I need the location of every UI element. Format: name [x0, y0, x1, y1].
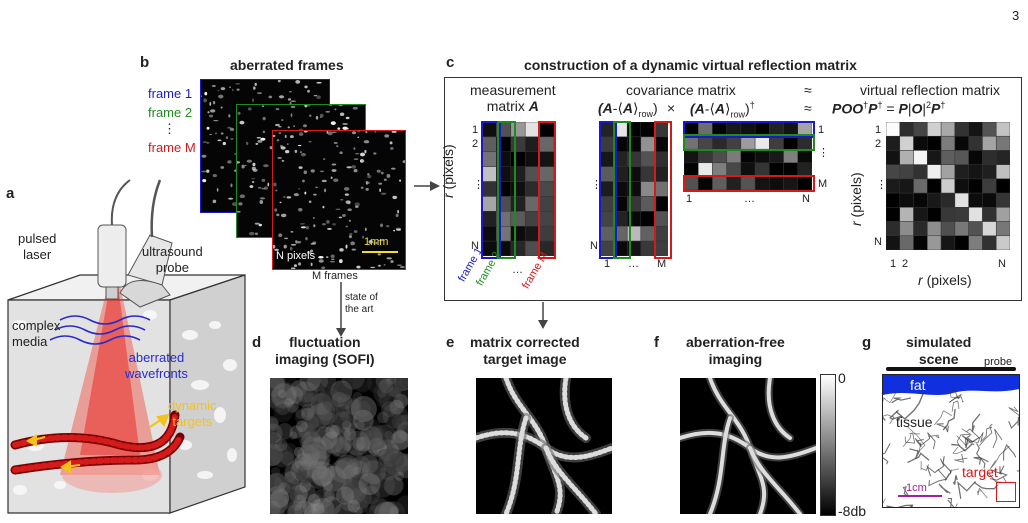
- scale-bar-label: 1mm: [364, 236, 388, 248]
- formula-right: (A-⟨A⟩row)†: [690, 100, 755, 119]
- tissue-label: tissue: [896, 414, 933, 430]
- matA-row-dots: ⋮: [473, 178, 484, 191]
- scale-bar: [362, 251, 398, 253]
- frameM-label: frame M: [148, 140, 196, 155]
- panel-label-g: g: [862, 334, 871, 351]
- n-pixels-label: N pixels: [276, 250, 315, 262]
- target-label: target: [962, 464, 998, 480]
- matB-col-M: M: [657, 258, 666, 270]
- panel-label-f: f: [654, 334, 659, 351]
- matA-row-2: 2: [472, 138, 478, 150]
- down-arrow-e: [535, 300, 551, 332]
- probe-label: probe: [984, 356, 1012, 368]
- aberration-free-image: [680, 378, 816, 514]
- panel-label-b: b: [140, 54, 149, 71]
- matD-r-axis-x: r (pixels): [918, 272, 972, 288]
- matC-row-M: M: [818, 178, 827, 190]
- matD-row-N: N: [874, 236, 882, 248]
- matD-row-dots: ⋮: [876, 178, 887, 191]
- matrix-corrected-image: [476, 378, 612, 514]
- measurement-matrix-title: measurement matrix A: [470, 82, 556, 114]
- matA-col-dots: …: [512, 264, 523, 276]
- matD-r-axis-y: r (pixels): [848, 172, 864, 226]
- panel-label-e: e: [446, 334, 454, 351]
- matB-frameM-highlight: [654, 121, 672, 259]
- matA-frame2-highlight: [497, 121, 516, 259]
- panel-label-d: d: [252, 334, 261, 351]
- matC-col-1: 1: [686, 193, 692, 205]
- scene-scale-bar: [898, 495, 942, 497]
- matA-r-axis: r (pixels): [440, 144, 456, 198]
- matC-col-N: N: [802, 193, 810, 205]
- frame2-label: frame 2: [148, 105, 192, 120]
- matB-col-dots: …: [628, 258, 639, 270]
- approx-1: ≈: [804, 82, 812, 98]
- virtual-title: virtual reflection matrix: [860, 82, 1000, 98]
- approx-2: ≈: [804, 100, 812, 116]
- panel-b-title: aberrated frames: [230, 57, 344, 73]
- matD-col-2: 2: [902, 258, 908, 270]
- formula-left: (A-⟨A⟩row): [598, 100, 658, 119]
- panel-label-c: c: [446, 54, 454, 71]
- sofi-image: [270, 378, 408, 514]
- covariance-title: covariance matrix: [626, 82, 736, 98]
- frame-M-image: [272, 130, 406, 270]
- matC-frameM-highlight: [683, 175, 815, 192]
- frame-dots: ⋮: [163, 121, 176, 137]
- times-sign: ×: [667, 100, 675, 116]
- colorbar-bottom-label: -8db: [838, 503, 866, 519]
- target-box: [996, 482, 1016, 502]
- matB-row-N: N: [590, 240, 598, 252]
- colorbar-top-label: 0: [838, 370, 846, 386]
- matD-row-1: 1: [875, 124, 881, 136]
- matC-frame2-highlight: [683, 134, 815, 151]
- matD-col-1: 1: [890, 258, 896, 270]
- matC-col-dots: …: [744, 193, 755, 205]
- scene-scale-label: 1cm: [906, 482, 927, 494]
- matD-col-N: N: [998, 258, 1006, 270]
- matB-frame2-highlight: [613, 121, 631, 259]
- formula-virtual: POO†P† = P|O|2P†: [832, 100, 945, 117]
- matA-row-1: 1: [472, 124, 478, 136]
- matC-row-dots: ⋮: [818, 146, 829, 159]
- frame1-label: frame 1: [148, 86, 192, 101]
- matA-frameM-highlight: [538, 121, 556, 259]
- matC-row-1: 1: [818, 124, 824, 136]
- panel-c-title: construction of a dynamic virtual reflec…: [524, 57, 857, 73]
- matD-row-2: 2: [875, 138, 881, 150]
- right-arrow-c: [412, 178, 442, 194]
- fat-label: fat: [910, 377, 926, 393]
- virtual-reflection-matrix: [886, 122, 1010, 250]
- colorbar: [820, 374, 836, 516]
- matB-row-dots: ⋮: [591, 178, 602, 191]
- page-number: 3: [1012, 8, 1019, 23]
- matB-col-1: 1: [604, 258, 610, 270]
